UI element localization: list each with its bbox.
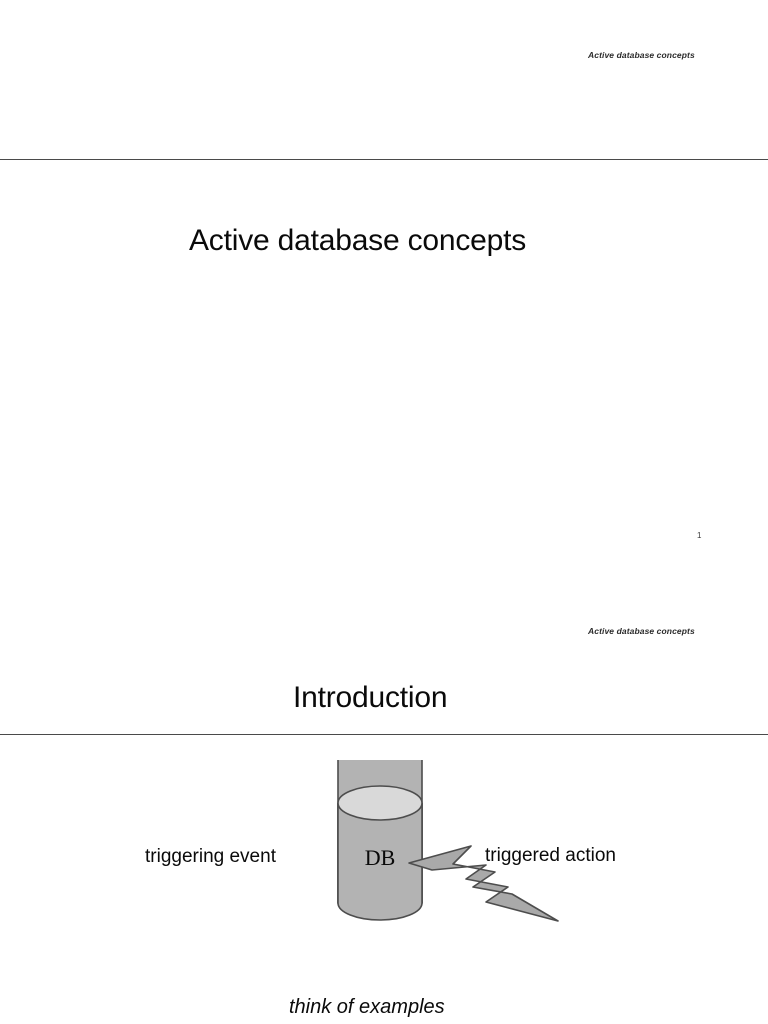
- trigger-diagram: DB: [0, 760, 768, 960]
- slide1-page-number: 1: [697, 531, 702, 540]
- slide2-caption: think of examples: [289, 996, 445, 1018]
- db-cylinder-label: DB: [365, 845, 396, 870]
- slide2-running-head: Active database concepts: [588, 626, 695, 636]
- slide1-running-head: Active database concepts: [588, 50, 695, 60]
- triggering-event-label: triggering event: [145, 846, 276, 867]
- slide2-title: Introduction: [293, 681, 448, 714]
- triggered-action-label: triggered action: [485, 845, 616, 866]
- trigger-diagram-svg: DB: [337, 760, 559, 922]
- database-cylinder-icon: [337, 760, 423, 921]
- slide1-header-rule: [0, 159, 768, 160]
- triggered-action-bolt-icon: [408, 845, 559, 922]
- slide1-title: Active database concepts: [189, 224, 527, 257]
- slide2-header-rule: [0, 734, 768, 735]
